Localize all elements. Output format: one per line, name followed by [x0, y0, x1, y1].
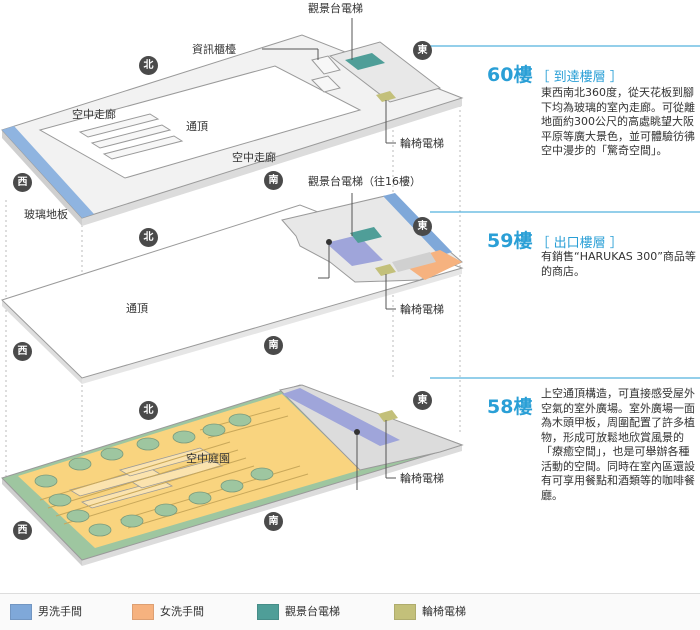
label-sky-corridor-right: 空中走廊	[232, 151, 276, 164]
floor-60-plan	[1, 34, 464, 226]
label-glass-floor: 玻璃地板	[24, 208, 68, 221]
label-sky-garden: 空中庭園	[186, 452, 230, 465]
leader-lines	[262, 18, 700, 490]
floor-60-description: 東西南北360度，從天花板到腳下均為玻璃的室內走廊。可從離地面約300公尺的高處…	[541, 86, 695, 157]
south-badge-58: 南	[264, 512, 283, 531]
label-atrium-60: 通頂	[186, 120, 208, 133]
legend-item-womens-restroom: 女洗手間	[132, 604, 204, 620]
south-badge-59: 南	[264, 336, 283, 355]
floor-59-heading: 59樓［ 出口樓層 ］	[487, 226, 623, 253]
floor-59-description: 有銷售“HARUKAS 300”商品等的商店。	[541, 250, 696, 278]
legend-label: 觀景台電梯	[285, 605, 340, 618]
label-wheelchair-elevator-59: 輪椅電梯	[400, 303, 444, 316]
west-badge-60: 西	[13, 173, 32, 192]
label-info-counter: 資訊櫃檯	[192, 43, 236, 56]
floor-58-description: 上空通頂構造，可直接感受屋外空氣的室外廣場。室外廣場一面為木頭甲板，周圍配置了許…	[541, 387, 695, 502]
floor-58-plan	[1, 384, 464, 566]
south-badge-60: 南	[264, 171, 283, 190]
label-wheelchair-elevator-58: 輪椅電梯	[400, 472, 444, 485]
legend: 男洗手間 女洗手間 觀景台電梯 輪椅電梯	[0, 593, 700, 630]
floor-60-name: ［ 到達樓層 ］	[536, 70, 623, 85]
swatch-wheelchair-elevator	[394, 604, 416, 620]
swatch-observation-elevator	[257, 604, 279, 620]
floor-60-number: 60樓	[487, 64, 533, 86]
legend-item-mens-restroom: 男洗手間	[10, 604, 82, 620]
label-atrium-59: 通頂	[126, 302, 148, 315]
floor-60-heading: 60樓［ 到達樓層 ］	[487, 60, 623, 87]
north-badge-58: 北	[139, 401, 158, 420]
legend-label: 女洗手間	[160, 605, 204, 618]
east-badge-60: 東	[413, 41, 432, 60]
label-sky-corridor-left: 空中走廊	[72, 108, 116, 121]
legend-item-wheelchair-elevator: 輪椅電梯	[394, 604, 466, 620]
west-badge-59: 西	[13, 342, 32, 361]
floor-59-name: ［ 出口樓層 ］	[536, 236, 623, 251]
north-badge-60: 北	[139, 56, 158, 75]
east-badge-59: 東	[413, 217, 432, 236]
label-wheelchair-elevator-60: 輪椅電梯	[400, 137, 444, 150]
label-observation-elevator-60: 觀景台電梯	[308, 2, 363, 15]
legend-item-observation-elevator: 觀景台電梯	[257, 604, 340, 620]
legend-label: 男洗手間	[38, 605, 82, 618]
swatch-womens-restroom	[132, 604, 154, 620]
north-badge-59: 北	[139, 228, 158, 247]
floor-59-number: 59樓	[487, 230, 533, 252]
legend-label: 輪椅電梯	[422, 605, 466, 618]
west-badge-58: 西	[13, 521, 32, 540]
floor-58-heading: 58樓	[487, 392, 536, 419]
swatch-mens-restroom	[10, 604, 32, 620]
east-badge-58: 東	[413, 391, 432, 410]
label-observation-elevator-59: 觀景台電梯（往16樓）	[308, 175, 421, 188]
floor-58-number: 58樓	[487, 396, 533, 418]
